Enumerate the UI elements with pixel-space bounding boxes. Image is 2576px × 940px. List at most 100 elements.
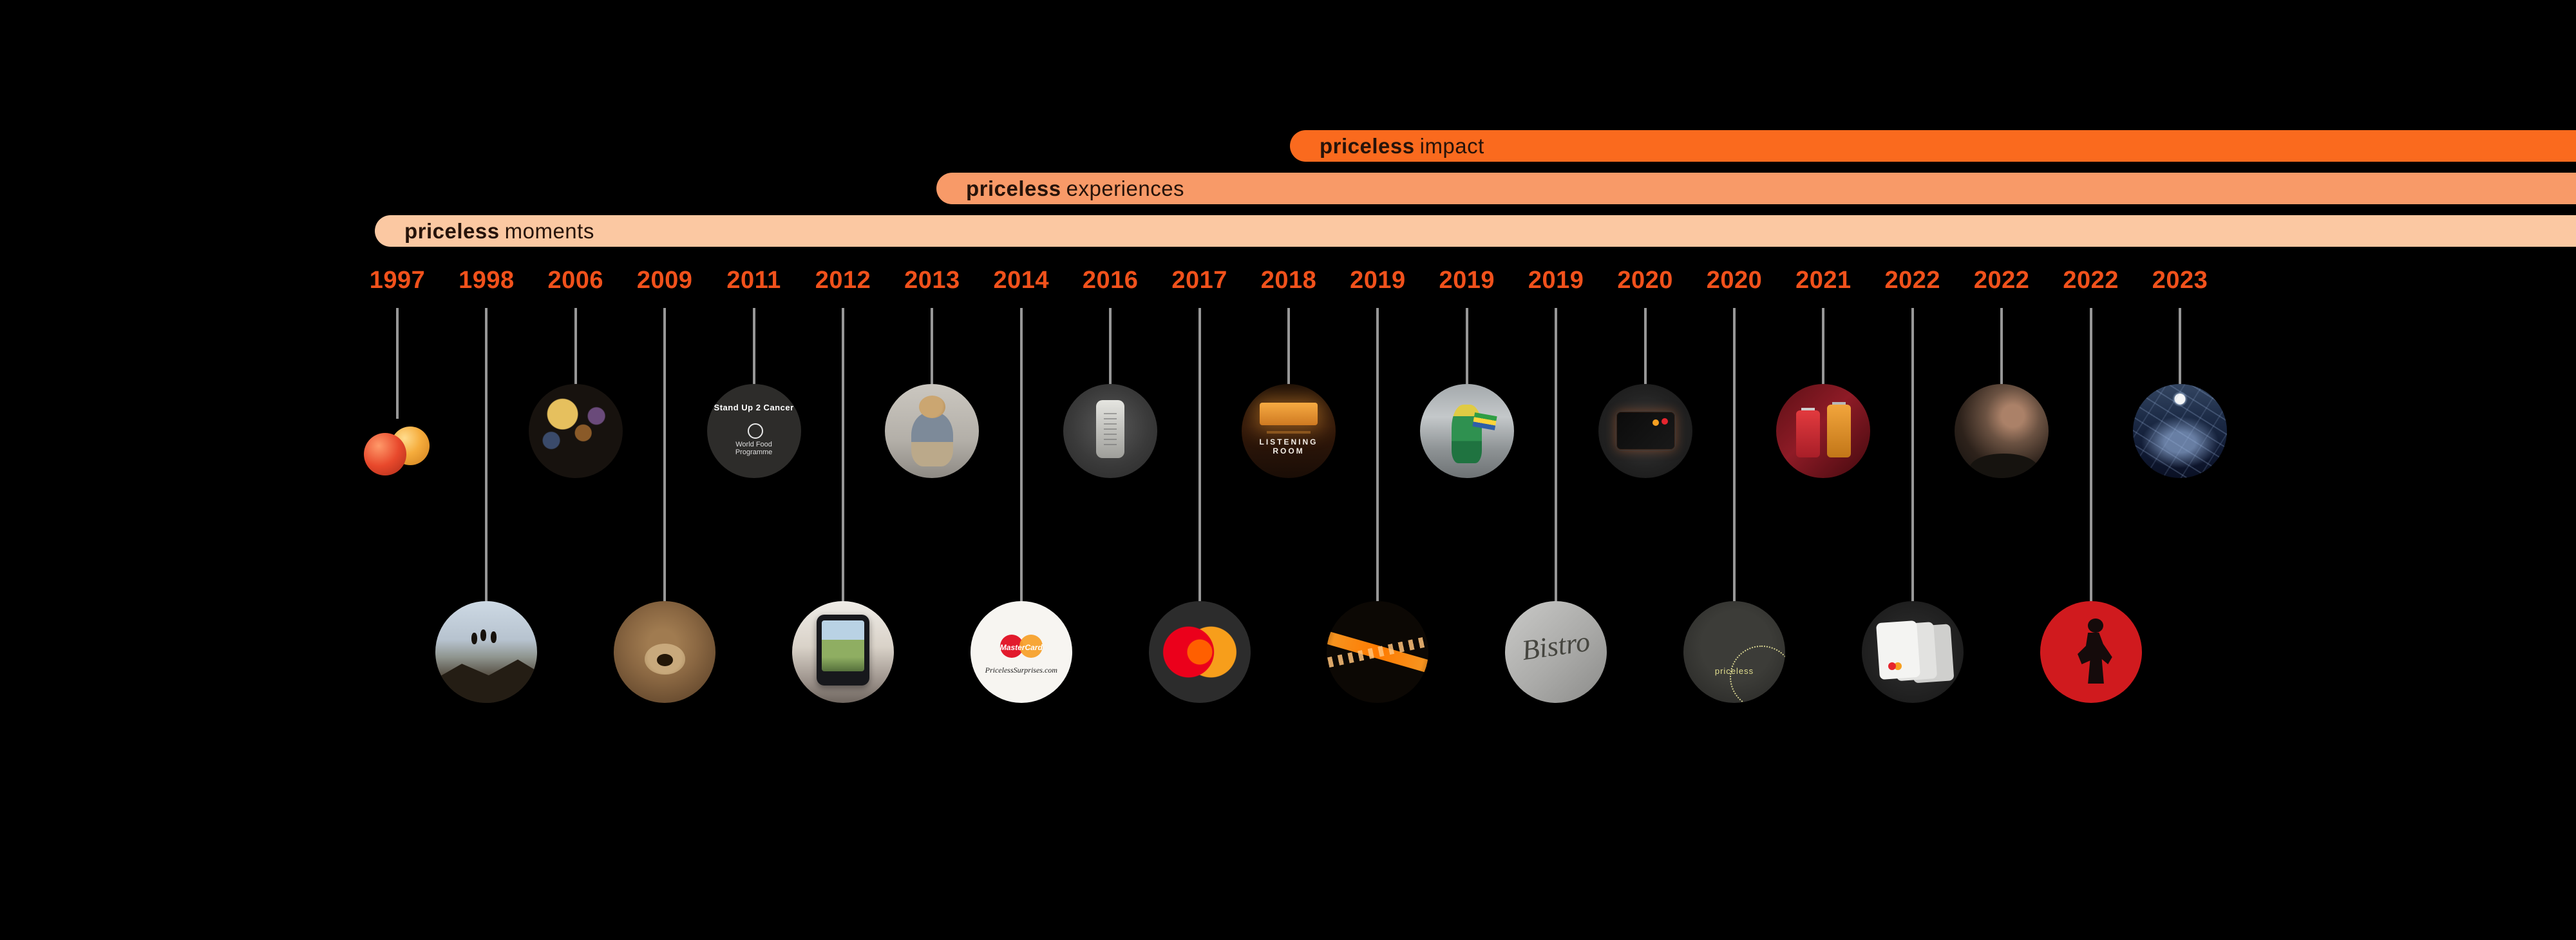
year-label: 2023: [2152, 267, 2208, 294]
timeline-item-2020-15: 2020 priceless: [1663, 0, 1805, 703]
year-label: 2009: [636, 267, 693, 294]
year-label: 2016: [1082, 267, 1139, 294]
photo-dog-mascot[interactable]: [885, 384, 980, 478]
photo-fragrance-bottles[interactable]: [1776, 384, 1871, 478]
year-label: 2022: [1884, 267, 1941, 294]
photo-listening-room[interactable]: LISTENING ROOM: [1242, 384, 1336, 478]
connector-line: [663, 308, 667, 601]
photo-performer-silhouette[interactable]: [2040, 601, 2142, 703]
photo-phone-photo[interactable]: [792, 601, 894, 703]
year-label: 2019: [1350, 267, 1406, 294]
caption-text: LISTENING ROOM: [1259, 437, 1318, 456]
timeline-item-2022-19: 2022: [2020, 0, 2162, 703]
year-label: 1998: [459, 267, 515, 294]
connector-line: [2089, 308, 2092, 601]
caption-text: priceless: [1714, 666, 1754, 676]
photo-black-card[interactable]: [1598, 384, 1692, 478]
year-label: 2022: [1973, 267, 2030, 294]
timeline-item-2009-3: 2009: [594, 0, 735, 703]
timeline-item-2022-18: 2022: [1931, 0, 2072, 478]
caption-text: World Food Programme: [735, 440, 773, 457]
connector-line: [574, 308, 577, 384]
photo-mastercard-balls[interactable]: [361, 419, 433, 482]
timeline-item-1997-0: 1997: [327, 0, 468, 482]
connector-line: [396, 308, 399, 419]
timeline-item-2017-9: 2017: [1129, 0, 1271, 703]
photo-mountain-summit[interactable]: [435, 601, 538, 703]
timeline-item-2016-8: 2016: [1039, 0, 1181, 478]
connector-line: [1376, 308, 1379, 601]
connector-line: [2000, 308, 2003, 384]
connector-line: [1555, 308, 1558, 601]
connector-line: [1287, 308, 1290, 384]
timeline-item-2013-6: 2013: [861, 0, 1003, 478]
connector-line: [1643, 308, 1647, 384]
timeline-item-2019-11: 2019: [1307, 0, 1448, 703]
connector-line: [1822, 308, 1825, 384]
year-label: 2014: [993, 267, 1050, 294]
connector-line: [1109, 308, 1112, 384]
photo-priceless-badge[interactable]: priceless: [1683, 601, 1785, 703]
connector-line: [1198, 308, 1201, 601]
connector-line: [931, 308, 934, 384]
connector-line: [2179, 308, 2181, 384]
caption-text: Bistro: [1520, 626, 1593, 667]
band-label-rest: experiences: [1066, 176, 1185, 200]
year-label: 2012: [815, 267, 871, 294]
photo-white-cards[interactable]: [1861, 601, 1964, 703]
band-label-bold: priceless: [966, 176, 1061, 200]
caption-text: PricelessSurprises.com: [985, 665, 1057, 675]
year-label: 2006: [547, 267, 604, 294]
connector-line: [752, 308, 755, 384]
caption-text: Stand Up 2 Cancer: [714, 403, 794, 413]
year-label: 2018: [1260, 267, 1317, 294]
timeline-item-2021-16: 2021: [1752, 0, 1894, 478]
caption-text: MasterCard: [999, 642, 1043, 652]
band-label-rest: impact: [1419, 133, 1484, 158]
timeline-item-2006-2: 2006: [505, 0, 647, 478]
year-label: 1997: [369, 267, 426, 294]
photo-portrait[interactable]: [1955, 384, 2049, 478]
connector-line: [485, 308, 488, 601]
photo-dna-helix[interactable]: [1327, 601, 1429, 703]
year-label: 2017: [1171, 267, 1227, 294]
year-label: 2013: [904, 267, 960, 294]
timeline-item-2022-17: 2022: [1842, 0, 1984, 703]
band-label-rest: moments: [504, 218, 594, 243]
year-label: 2019: [1439, 267, 1495, 294]
timeline-item-2020-14: 2020: [1575, 0, 1716, 478]
year-label: 2020: [1617, 267, 1673, 294]
photo-frosted-trophy[interactable]: [1063, 384, 1158, 478]
connector-line: [1465, 308, 1468, 384]
year-label: 2022: [2063, 267, 2119, 294]
connector-line: [1911, 308, 1914, 601]
year-label: 2011: [726, 267, 781, 294]
photo-bistro-sign[interactable]: Bistro: [1505, 601, 1607, 703]
photo-mastercard-logo[interactable]: [1148, 601, 1251, 703]
year-label: 2021: [1795, 267, 1852, 294]
band-label-bold: priceless: [1320, 133, 1415, 158]
photo-brown-bear[interactable]: [614, 601, 716, 703]
band-label-bold: priceless: [404, 218, 500, 243]
photo-city-skyline[interactable]: [2133, 384, 2227, 478]
timeline-item-2012-5: 2012: [772, 0, 914, 703]
year-label: 2019: [1528, 267, 1584, 294]
timeline-item-2023-20: 2023: [2109, 0, 2251, 478]
year-label: 2020: [1706, 267, 1763, 294]
photo-carnival-flag[interactable]: [1419, 384, 1514, 478]
connector-line: [1019, 308, 1023, 601]
photo-balloons[interactable]: [528, 384, 623, 478]
